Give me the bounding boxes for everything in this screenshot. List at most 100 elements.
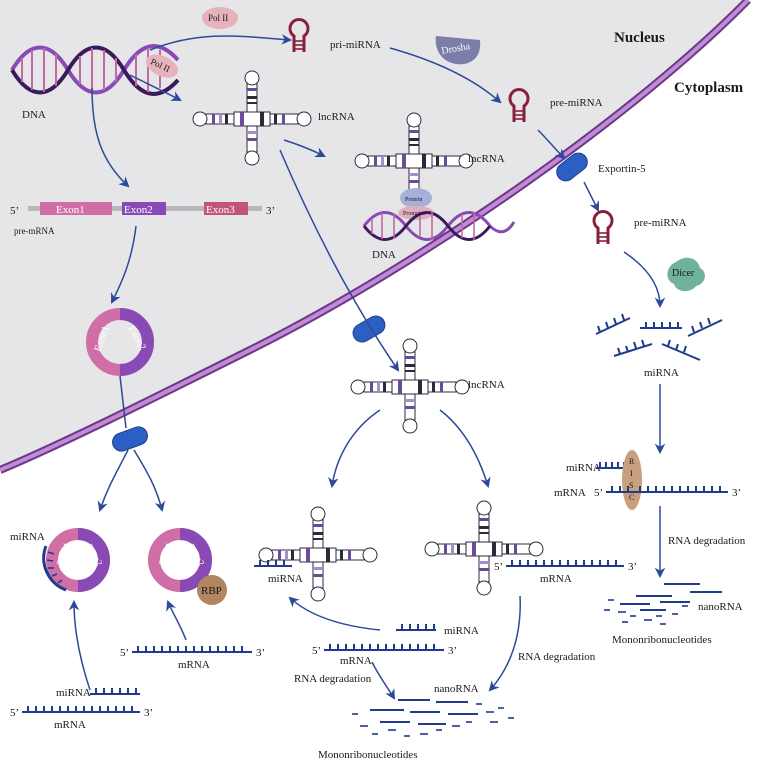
- nuclear-pore-exportin5: [556, 152, 588, 182]
- arrow-lncrna-to-mrna: [439, 409, 491, 489]
- dna-double-helix-mid: [362, 211, 516, 241]
- arrow-exportin-to-premirna: [583, 181, 599, 212]
- dicer-enzyme: [667, 257, 705, 292]
- pre-mirna-label-nucleus: pre-miRNA: [550, 97, 603, 109]
- arrow-circrna-to-pore: [119, 375, 127, 429]
- arrow-dna-to-premrna: [91, 87, 130, 188]
- lncrna-sponge-left: [258, 506, 378, 602]
- protein-blob: [400, 188, 432, 208]
- risc-mrna-5prime: 5’: [594, 487, 603, 499]
- bound-mirna-arc: [42, 545, 67, 592]
- promoter-label: Promoter: [403, 211, 425, 217]
- pre-mirna-hairpin-cytoplasm: [592, 210, 614, 246]
- nuclear-pore-lncrna: [352, 315, 386, 343]
- mirna-label-dicer: miRNA: [644, 367, 679, 379]
- risc-letter-i: I: [630, 469, 633, 478]
- pre-mrna-exon3: [204, 202, 248, 215]
- risc-mirna-label: miRNA: [566, 462, 601, 474]
- pol-ii-left: [146, 54, 178, 78]
- promoter-blob: [398, 206, 434, 220]
- lncrna-right-mrna-strand: [506, 560, 624, 567]
- pol-ii-top-label: Pol II: [208, 13, 228, 23]
- arrow-pore-to-circ-rbp: [133, 449, 166, 513]
- pre-mrna-label: pre-mRNA: [14, 226, 55, 236]
- pri-mirna-label: pri-miRNA: [330, 39, 381, 51]
- bottom-left-mrna-strand: [22, 706, 140, 713]
- nanorna-label-mid: nanoRNA: [434, 683, 479, 695]
- arrow-premrna-to-circrna: [111, 225, 137, 304]
- lncrna-label-1: lncRNA: [318, 111, 355, 123]
- cytoplasm-label: Cytoplasm: [674, 80, 744, 96]
- risc-letter-r: R: [629, 457, 635, 466]
- mid-3prime: 3’: [448, 645, 457, 657]
- circrna-sponge-exon2-arc: [77, 528, 110, 592]
- dna-label-left: DNA: [22, 109, 46, 121]
- circ-mirna-label: miRNA: [10, 531, 45, 543]
- pre-mrna-exon2-label: Exon2: [124, 204, 153, 216]
- lncrna-right-mrna-label: mRNA: [540, 573, 572, 585]
- arrow-lncrna-mrna-to-degradation: [488, 595, 521, 692]
- nanorna-cluster-right: [620, 583, 722, 611]
- mirna-fragments: [595, 313, 723, 361]
- lncrna-right-3prime: 3’: [628, 561, 637, 573]
- arrow-lncrna-to-cytoplasm: [279, 149, 400, 372]
- drosha-enzyme: [435, 36, 481, 65]
- rna-degradation-label-mid2: RNA degradation: [518, 651, 596, 663]
- risc-mrna-label: mRNA: [554, 487, 586, 499]
- mid-mirna-label: miRNA: [444, 625, 479, 637]
- rbp-label: RBP: [201, 585, 222, 597]
- mid-mrna-label: mRNA: [340, 655, 372, 667]
- bottom-mid-3prime: 3’: [256, 647, 265, 659]
- mid-mrna-strand: [324, 644, 444, 651]
- pre-mirna-label-cytoplasm: pre-miRNA: [634, 217, 687, 229]
- mononucleotides-label-right: Mononribonucleotides: [612, 634, 712, 646]
- pre-mrna-exon1: [40, 202, 112, 215]
- mononucleotides-mid: [352, 703, 514, 737]
- pre-mrna-exon2: [122, 202, 166, 215]
- circrna-rbp-exon2-arc: [179, 528, 212, 592]
- exportin5-label: Exportin-5: [598, 163, 646, 175]
- arrow-premirna-to-mirna: [623, 251, 666, 309]
- pre-mrna-5prime: 5’: [10, 205, 19, 217]
- nanorna-cluster-mid: [370, 699, 478, 725]
- risc-letter-s: S: [629, 481, 633, 490]
- bottom-left-mrna-label: mRNA: [54, 719, 86, 731]
- bottom-mid-mrna-label: mRNA: [178, 659, 210, 671]
- arrow-mid-mrna-to-degradation: [371, 661, 396, 700]
- lncrna-left-mirna-label: miRNA: [268, 573, 303, 585]
- bottom-left-mirna-strand: [90, 688, 140, 695]
- arrow-mid-mirna-to-sponge: [288, 596, 381, 631]
- mononucleotides-label-mid: Mononribonucleotides: [318, 749, 418, 761]
- pre-mrna-exon3-label: Exon3: [206, 204, 235, 216]
- pre-mrna-3prime: 3’: [266, 205, 275, 217]
- mid-mirna-strand: [396, 624, 436, 631]
- pre-mrna-exon1-label: Exon1: [56, 204, 85, 216]
- arrow-primirna-to-premirna: [389, 47, 502, 104]
- arrow-mirna-to-sponge: [68, 599, 91, 691]
- bottom-left-mirna-label: miRNA: [56, 687, 91, 699]
- nuclear-pore-circrna: [112, 426, 148, 452]
- bottom-mid-mrna-strand: [132, 646, 252, 653]
- rna-degradation-label-right: RNA degradation: [668, 535, 746, 547]
- arrow-lncrna-to-sponge: [328, 409, 381, 489]
- drosha-label: Drosha: [441, 41, 472, 57]
- arrow-pore-to-circ-mirna: [97, 449, 129, 512]
- rna-degradation-label-mid: RNA degradation: [294, 673, 372, 685]
- lncrna-bound-mirna: [254, 560, 292, 567]
- dicer-label: Dicer: [672, 268, 695, 279]
- mid-5prime: 5’: [312, 645, 321, 657]
- arrow-lncrna-to-complex: [283, 139, 326, 157]
- arrow-dna-to-primirna: [149, 34, 293, 51]
- risc-mrna-strand: [606, 486, 728, 493]
- circrna-nucleus-exon2-arc: [119, 308, 154, 376]
- mononucleotides-right: [604, 599, 688, 625]
- nuclear-membrane-inner: [0, 0, 750, 472]
- bottom-left-5prime: 5’: [10, 707, 19, 719]
- rbp-protein: [197, 575, 227, 605]
- lncrna-mrna-right: [424, 500, 544, 596]
- risc-letter-c: C: [629, 493, 634, 502]
- arrow-dna-to-lncrna: [129, 74, 182, 101]
- lncrna-label-2: lncRNA: [468, 153, 505, 165]
- nanorna-label-right: nanoRNA: [698, 601, 743, 613]
- arrow-mrna-to-rbp: [166, 600, 187, 641]
